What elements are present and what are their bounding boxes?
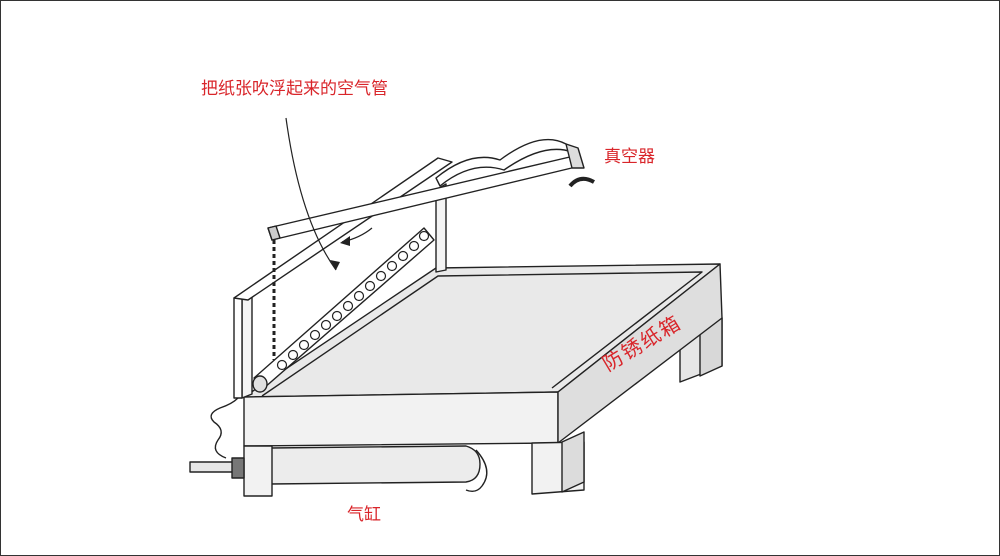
left-post	[241, 288, 253, 399]
air-hole	[353, 290, 365, 302]
pointer-arrow-curve	[285, 117, 337, 271]
air-hole	[408, 240, 420, 252]
air-tube-end	[252, 375, 268, 393]
table-right-face	[557, 263, 723, 444]
air-hole	[309, 329, 321, 341]
arrow-head	[340, 236, 350, 246]
vacuum-nozzle	[565, 143, 585, 169]
table-inner-rim	[261, 271, 703, 397]
air-hole	[298, 339, 310, 351]
cylinder-hose	[465, 449, 488, 493]
left-post-front	[233, 293, 243, 399]
air-hole	[375, 270, 387, 282]
arrow-head	[330, 260, 340, 270]
air-hole	[287, 349, 299, 361]
rod-fitting	[231, 457, 245, 479]
back-post	[435, 183, 447, 273]
air-tube-label: 把纸张吹浮起来的空气管	[201, 79, 388, 99]
air-hole	[331, 310, 343, 322]
front-right-leg-side	[561, 431, 585, 493]
vacuum-cup	[568, 176, 595, 188]
air-cylinder	[269, 445, 481, 485]
cylinder-label: 气缸	[347, 505, 381, 525]
table-front-face	[243, 391, 559, 447]
vacuum-label: 真空器	[604, 147, 655, 167]
air-hole	[386, 260, 398, 272]
rod-cable	[210, 397, 239, 459]
air-hole	[320, 319, 332, 331]
upper-bar-end	[267, 225, 281, 241]
air-hole	[342, 300, 354, 312]
front-left-leg	[243, 445, 273, 497]
air-hole	[364, 280, 376, 292]
air-hole	[276, 359, 288, 371]
piston-rod	[189, 461, 237, 473]
air-hole	[397, 250, 409, 262]
air-hole	[418, 230, 430, 242]
